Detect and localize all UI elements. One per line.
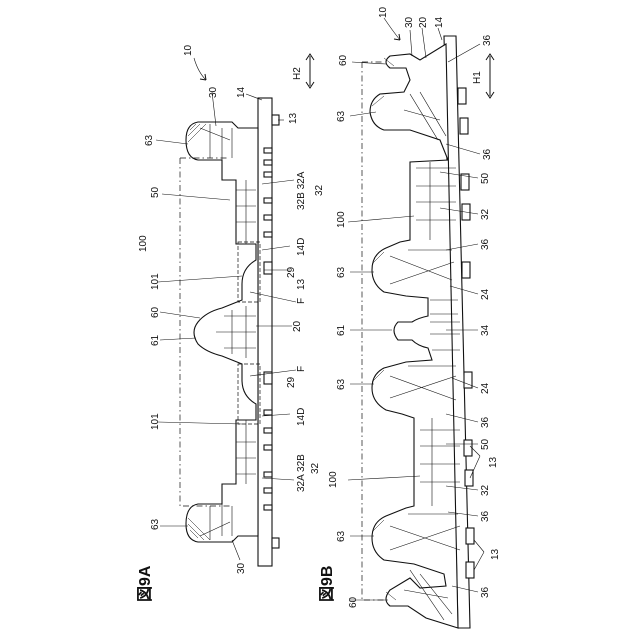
fig-a-base-plate	[258, 98, 272, 566]
fig-b-label-20: 20	[418, 16, 429, 28]
fig-b-label-10: 10	[378, 6, 389, 18]
fig-b-label-100-bot: 100	[328, 471, 339, 488]
fig-a-label-30-bot: 30	[236, 562, 247, 574]
fig-b-label-63-c: 63	[336, 378, 347, 390]
fig-a-label-101-top: 101	[150, 273, 161, 290]
fig-a-label-20: 20	[292, 320, 303, 332]
fig-a-label-61: 61	[150, 334, 161, 346]
fig-a-label-63-top: 63	[144, 134, 155, 146]
fig-a-label-29-top: 29	[286, 266, 297, 278]
fig-a-label-32-bot: 32	[310, 462, 321, 474]
fig-b-label-32-top: 32	[480, 208, 491, 220]
fig-b-label-50-top: 50	[480, 172, 491, 184]
fig-a-label-h2: H2	[292, 67, 303, 80]
fig-b-label-h1: H1	[472, 71, 483, 84]
fig-a-label-f-bot: F	[296, 366, 307, 372]
fig-a-label-32-top-ab: 32B 32A	[296, 171, 307, 210]
fig-b-label-36-d: 36	[480, 416, 491, 428]
fig-a-label-101-bot: 101	[150, 413, 161, 430]
fig-a-label-14d-top: 14D	[296, 238, 307, 256]
fig-b-label-63-d: 63	[336, 530, 347, 542]
fig-b-label-60-bot: 60	[348, 596, 359, 608]
fig-b-label-100-top: 100	[336, 211, 347, 228]
fig-a-label-13-mid: 13	[296, 278, 307, 290]
fig-b-label-24-top: 24	[480, 288, 491, 300]
fig-b-label-63-a: 63	[336, 110, 347, 122]
fig-a-label-100: 100	[138, 235, 149, 252]
fig-b-label-36-f: 36	[480, 586, 491, 598]
fig-a-label-63-bot: 63	[150, 518, 161, 530]
figure-9a: 図9A	[136, 44, 325, 602]
fig-b-label-60-top: 60	[338, 54, 349, 66]
fig-b-label-32-bot: 32	[480, 484, 491, 496]
fig-b-label-13-a: 13	[488, 456, 499, 468]
fig-a-label-32-bot-ab: 32A 32B	[296, 454, 307, 492]
fig-a-label-f-top: F	[296, 298, 307, 304]
fig-b-label-14: 14	[434, 16, 445, 28]
fig-b-label-34: 34	[480, 324, 491, 336]
fig-b-label-61: 61	[336, 324, 347, 336]
figure-9a-title: 図9A	[136, 565, 154, 602]
fig-a-direction-arrow	[306, 54, 314, 88]
fig-b-label-36-c: 36	[480, 238, 491, 250]
fig-a-bolts	[272, 115, 279, 548]
fig-b-label-36-b: 36	[482, 148, 493, 160]
fig-a-label-50: 50	[150, 186, 161, 198]
fig-b-label-36-e: 36	[480, 510, 491, 522]
figure-9b: 図9B	[318, 6, 501, 628]
fig-b-label-63-b: 63	[336, 266, 347, 278]
fig-b-direction-arrow	[486, 54, 494, 98]
fig-b-label-50-bot: 50	[480, 438, 491, 450]
fig-b-label-13-b: 13	[490, 548, 501, 560]
fig-a-label-10: 10	[183, 44, 194, 56]
fig-b-label-36-a: 36	[482, 34, 493, 46]
fig-a-label-30-top: 30	[208, 86, 219, 98]
fig-b-rail-body	[370, 44, 458, 628]
fig-a-label-14d-bot: 14D	[296, 408, 307, 426]
fig-a-label-29-bot: 29	[286, 376, 297, 388]
fig-a-label-32-top: 32	[314, 184, 325, 196]
fig-a-label-13-top: 13	[288, 112, 299, 124]
figure-9b-title: 図9B	[318, 566, 336, 602]
fig-a-label-14: 14	[236, 86, 247, 98]
fig-b-label-30: 30	[404, 16, 415, 28]
fig-b-label-24-bot: 24	[480, 382, 491, 394]
fig-a-label-60: 60	[150, 306, 161, 318]
